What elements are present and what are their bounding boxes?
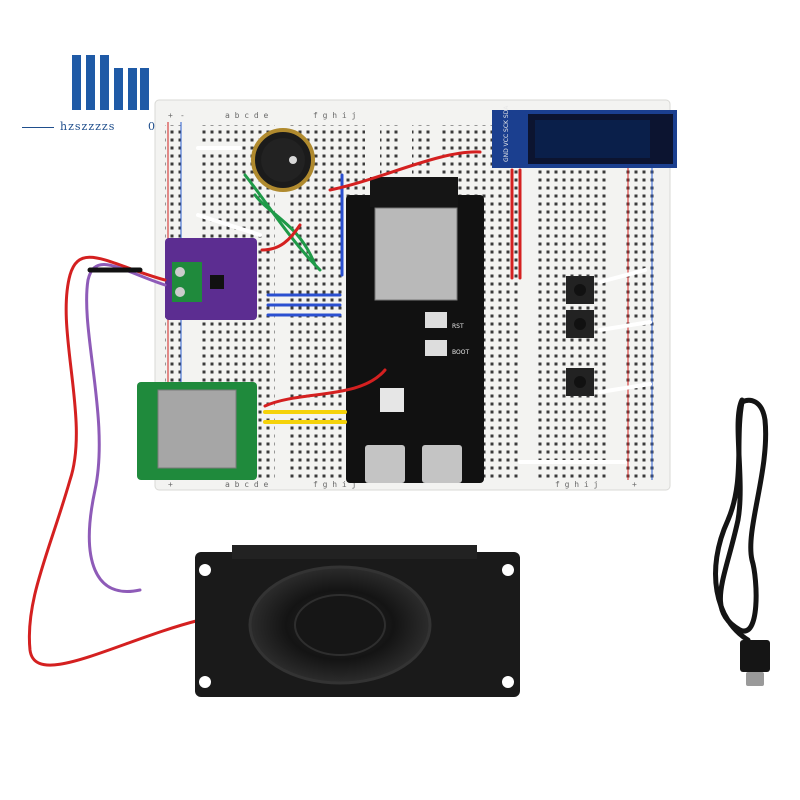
rail-plus-label: + (168, 111, 173, 120)
wifi-module-shield (374, 207, 458, 301)
rail-plus-label-right: + (632, 480, 637, 489)
sd-module (137, 382, 257, 480)
boot-label: BOOT (452, 349, 469, 356)
power-rail-right (625, 125, 655, 480)
column-letters-bottom-right: f g h i j (313, 480, 356, 489)
dev-board: RST BOOT (346, 177, 484, 483)
brand-logo-bars (72, 55, 149, 110)
column-letters-bottom-far-right: f g h i j (555, 480, 598, 489)
led (380, 388, 404, 412)
jumper-wires (196, 146, 652, 464)
tactile-buttons (566, 276, 594, 396)
column-letters-top-left: a b c d e (225, 111, 269, 120)
microphone-module (251, 128, 315, 192)
oled-pin-labels: GND VCC SCK SDA (503, 105, 510, 162)
rst-label: RST (452, 323, 464, 330)
column-letters-bottom-left: a b c d e (225, 480, 269, 489)
speaker-wires (27, 255, 202, 667)
brand-name: hzszzzzs (60, 120, 116, 133)
brand-line-left (22, 127, 54, 128)
rail-minus-label: - (180, 111, 185, 120)
amplifier-module (165, 238, 257, 320)
oled-display: GND VCC SCK SDA (492, 105, 677, 168)
rail-plus-label-bottom: + (168, 480, 173, 489)
usb-c-port-1 (365, 445, 405, 483)
usb-c-port-2 (422, 445, 462, 483)
speaker (195, 545, 520, 697)
column-letters-top-right: f g h i j (313, 111, 356, 120)
usb-c-cable (713, 397, 770, 686)
